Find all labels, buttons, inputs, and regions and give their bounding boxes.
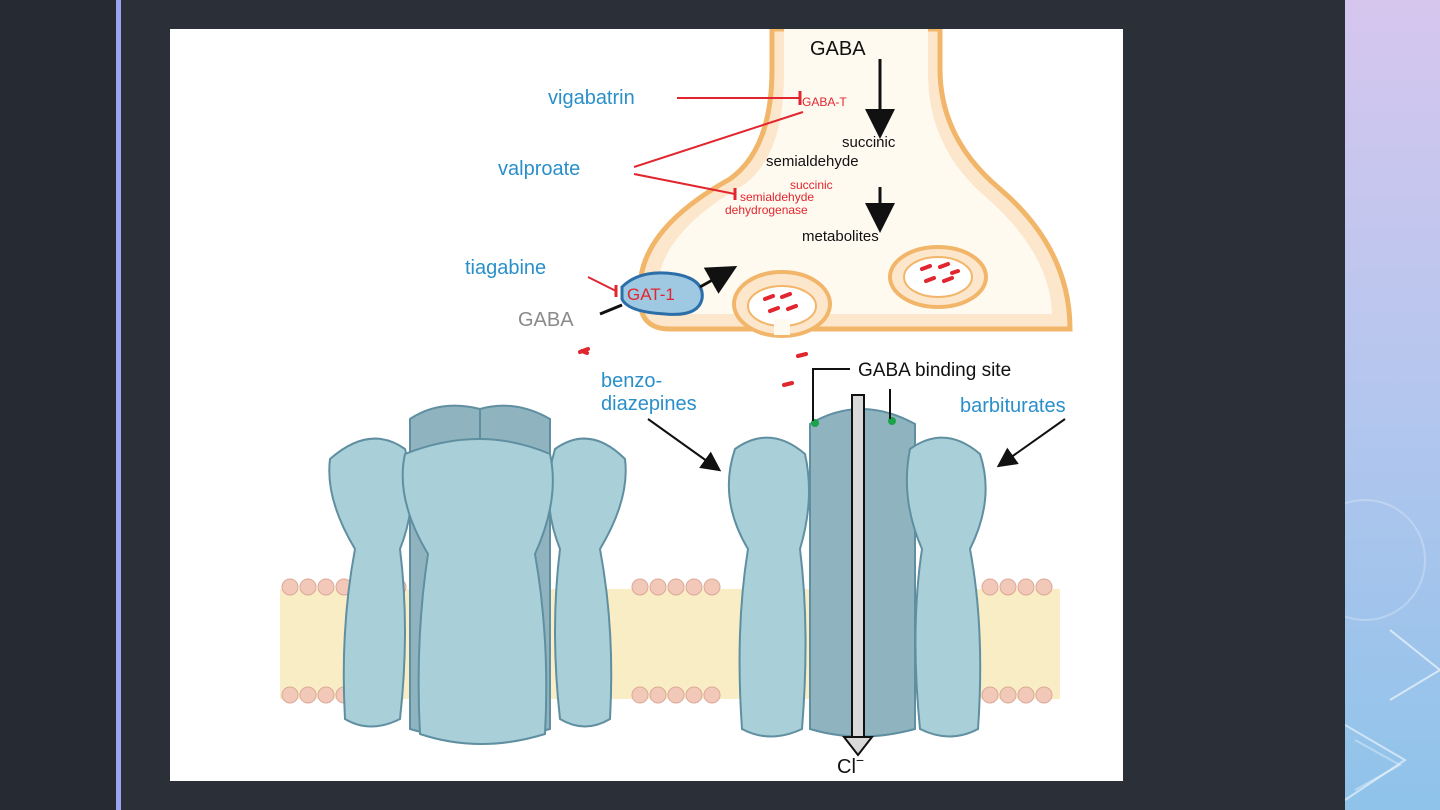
valproate-label: valproate	[498, 158, 580, 180]
tiagabine-inhibition-line	[587, 276, 617, 292]
right-decor-panel	[1345, 0, 1440, 810]
gaba-molecule	[796, 352, 808, 358]
benzodiazepines-label-line2: diazepines	[601, 393, 697, 415]
barbiturates-arrow	[996, 418, 1066, 468]
gat1-label: GAT-1	[627, 285, 675, 304]
binding-site-leader-left	[812, 368, 850, 421]
gat1-gaba-line	[599, 303, 623, 316]
chevron-icon	[1345, 499, 1440, 801]
benzodiazepines-arrow	[647, 418, 722, 472]
benzodiazepines-label-line1: benzo-	[601, 370, 662, 392]
diagram-slide: GABA GABA-T succinic semialdehyde succin…	[170, 29, 1123, 781]
gaba-molecule	[782, 381, 794, 387]
left-rail	[0, 0, 116, 810]
gaba-binding-site-label: GABA binding site	[858, 360, 1011, 381]
gaba-top-label: GABA	[810, 38, 866, 60]
chloride-channel-arrow	[841, 394, 875, 757]
ssadh-label-line3: dehydrogenase	[725, 203, 808, 217]
gat1-uptake-arrow	[699, 266, 738, 294]
barbiturates-label: barbiturates	[960, 395, 1066, 417]
gaba-receptor-closed	[328, 404, 627, 745]
gaba-synapse-diagram: GABA GABA-T succinic semialdehyde succin…	[280, 29, 1073, 778]
chloride-label: Cl−	[837, 752, 864, 778]
ssa-label-line1: succinic	[842, 134, 896, 151]
vigabatrin-label: vigabatrin	[548, 87, 635, 109]
gaba-left-label: GABA	[518, 309, 574, 331]
gaba-molecule	[578, 347, 590, 355]
ssadh-label-line2: semialdehyde	[740, 190, 814, 204]
valproate-inhibition-line-2	[633, 173, 736, 195]
metabolites-label: metabolites	[802, 228, 879, 245]
gat1-transporter: GAT-1	[620, 271, 704, 316]
ssadh-label-line1: succinic	[790, 178, 833, 192]
vesicle-closed	[888, 245, 988, 309]
left-accent-bar	[116, 0, 121, 810]
valproate-inhibition-line-1	[633, 111, 804, 168]
vesicle-open	[732, 270, 832, 338]
ssa-label-line2: semialdehyde	[766, 153, 859, 170]
gaba-t-label: GABA-T	[802, 95, 847, 109]
tiagabine-label: tiagabine	[465, 257, 546, 279]
